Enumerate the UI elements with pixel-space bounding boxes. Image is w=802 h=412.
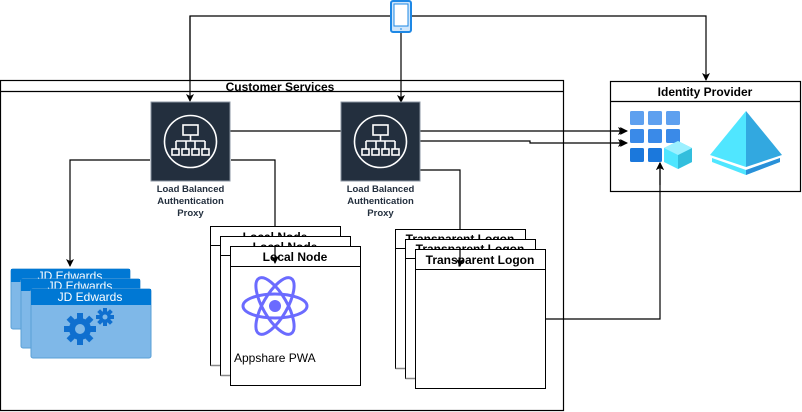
azure-ad-pyramid-icon[interactable] (710, 111, 782, 175)
proxy-2-label-line-1: Load Balanced (347, 184, 415, 195)
react-atom-icon (241, 276, 309, 336)
gears-icon (64, 308, 114, 345)
proxy-1[interactable]: Load Balanced Authentication Proxy (150, 101, 231, 219)
proxy-2-label-line-2: Authentication (347, 196, 414, 207)
load-balancer-icon (163, 114, 218, 169)
transparent-logon-stack: Transparent Logon Transparent Logon Tran… (395, 229, 546, 389)
transparent-logon-title-3: Transparent Logon (426, 253, 535, 267)
local-node-title-3: Local Node (263, 250, 328, 264)
proxy-1-label-line-3: Proxy (177, 208, 204, 219)
identity-provider-title: Identity Provider (658, 85, 753, 99)
local-node-3[interactable]: Local Node Appshare PWA (230, 246, 361, 386)
connector-phone-to-idp (412, 15, 710, 81)
proxy-2[interactable]: Load Balanced Authentication Proxy (340, 101, 421, 219)
connectors (66, 15, 710, 320)
transparent-logon-3[interactable]: Transparent Logon (415, 249, 546, 389)
proxy-2-label-line-3: Proxy (367, 208, 394, 219)
load-balancer-icon (353, 114, 408, 169)
jd-edwards-stack: JD Edwards JD Edwards JD Edwards (10, 268, 152, 359)
connector-logon-to-idp (546, 162, 664, 320)
connector-proxy-2-to-idp (420, 139, 626, 147)
appshare-pwa-label: Appshare PWA (234, 351, 316, 365)
jd-edwards-window-3[interactable]: JD Edwards (30, 288, 152, 359)
proxy-1-label-line-1: Load Balanced (157, 184, 225, 195)
entra-id-apps-icon[interactable] (630, 111, 692, 169)
customer-services-title: Customer Services (226, 80, 335, 94)
mobile-phone-icon[interactable] (390, 0, 412, 33)
customer-services-container: Customer Services (0, 79, 565, 412)
connector-proxy-1-to-jde (66, 159, 150, 267)
local-node-stack: Local Node Local Node Local Node Appshar… (210, 226, 361, 386)
jd-edwards-label-3: JD Edwards (58, 290, 123, 304)
proxy-1-label-line-2: Authentication (157, 196, 224, 207)
